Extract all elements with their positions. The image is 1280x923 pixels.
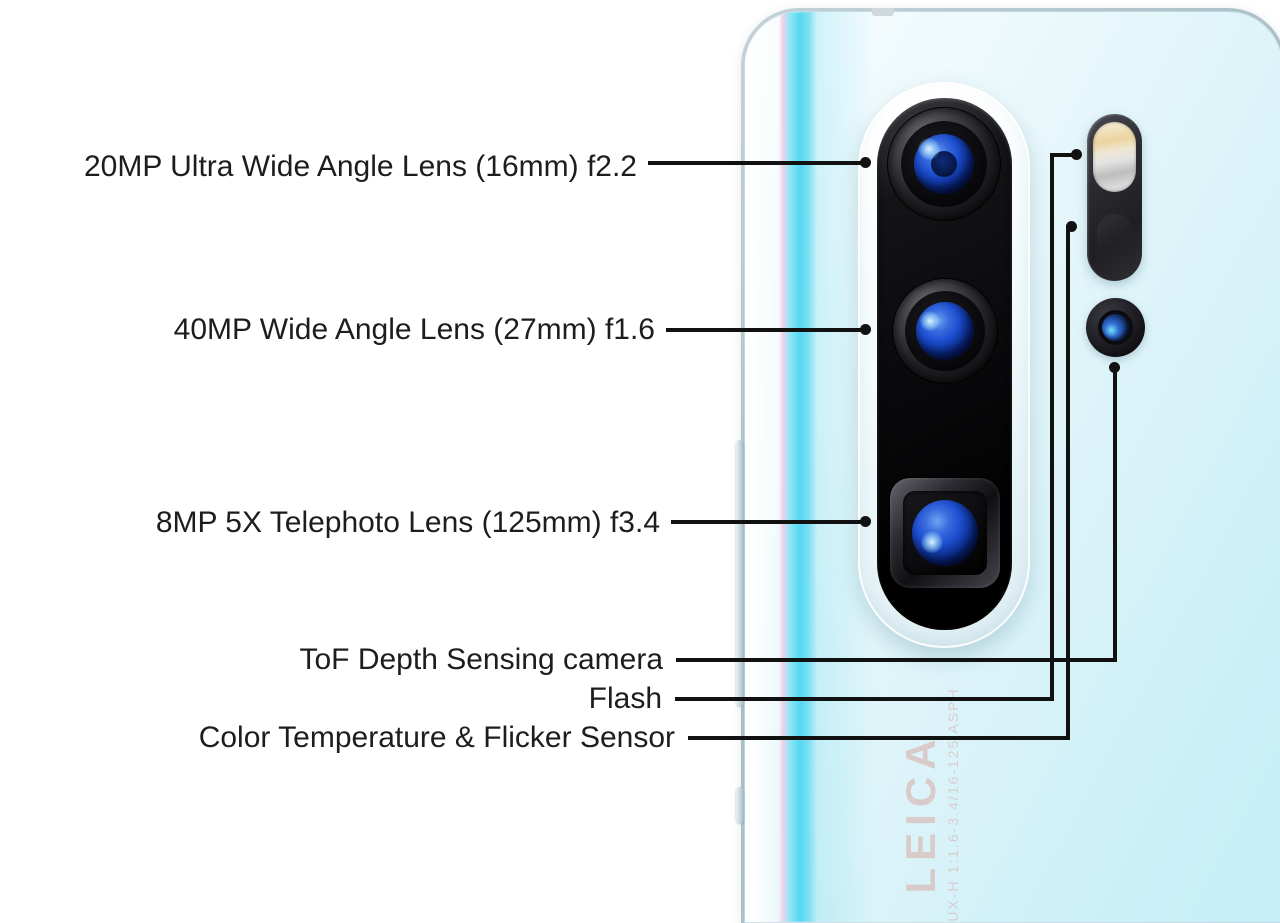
side-button-long	[736, 440, 744, 706]
wide-angle-lens-glass	[916, 302, 974, 360]
telephoto-lens-glass	[912, 500, 978, 566]
callout-label-flash: Flash	[588, 682, 662, 715]
callout-label-ultra-wide: 20MP Ultra Wide Angle Lens (16mm) f2.2	[83, 150, 637, 183]
color-temperature-flicker-sensor	[1097, 214, 1133, 274]
callout-line-flash-h	[675, 697, 1054, 701]
callout-dot-tof	[1109, 362, 1120, 373]
callout-line-tof-v	[1113, 370, 1117, 662]
antenna-band	[872, 8, 894, 16]
callout-dot-color-temp	[1066, 221, 1077, 232]
callout-label-tof: ToF Depth Sensing camera	[299, 643, 663, 676]
callout-line-flash-v	[1050, 153, 1054, 701]
callout-line-tof-h	[676, 658, 1117, 662]
wide-angle-lens	[893, 279, 997, 383]
camera-module	[877, 98, 1012, 630]
lens-inscription-text: MMILUX-H 1:1.6-3.4/16-125 ASPH	[945, 687, 961, 923]
callout-dot-wide-angle	[860, 324, 871, 335]
ultra-wide-lens	[888, 108, 1000, 220]
callout-dot-flash	[1071, 149, 1082, 160]
callout-line-wide-angle	[666, 328, 866, 332]
flash-lens	[1093, 122, 1136, 192]
callout-line-color-temp-h	[688, 736, 1070, 740]
camera-module-surround	[858, 82, 1030, 648]
callout-line-color-temp-v	[1066, 225, 1070, 740]
callout-label-wide-angle: 40MP Wide Angle Lens (27mm) f1.6	[173, 313, 655, 346]
callout-label-telephoto: 8MP 5X Telephoto Lens (125mm) f3.4	[155, 506, 660, 539]
telephoto-lens-window	[903, 491, 987, 575]
callout-dot-telephoto	[860, 516, 871, 527]
flash-module	[1087, 114, 1142, 281]
leica-logo-text: LEICA	[897, 732, 944, 894]
callout-line-ultra-wide	[648, 161, 866, 165]
tof-sensor-iris	[1102, 314, 1129, 341]
callout-dot-ultra-wide	[860, 157, 871, 168]
callout-line-flash-stub	[1050, 153, 1076, 157]
tof-sensor	[1086, 298, 1145, 357]
callout-line-telephoto	[671, 520, 866, 524]
side-button-short	[736, 787, 744, 823]
callout-label-color-temp: Color Temperature & Flicker Sensor	[198, 721, 675, 754]
telephoto-lens	[890, 478, 1000, 588]
